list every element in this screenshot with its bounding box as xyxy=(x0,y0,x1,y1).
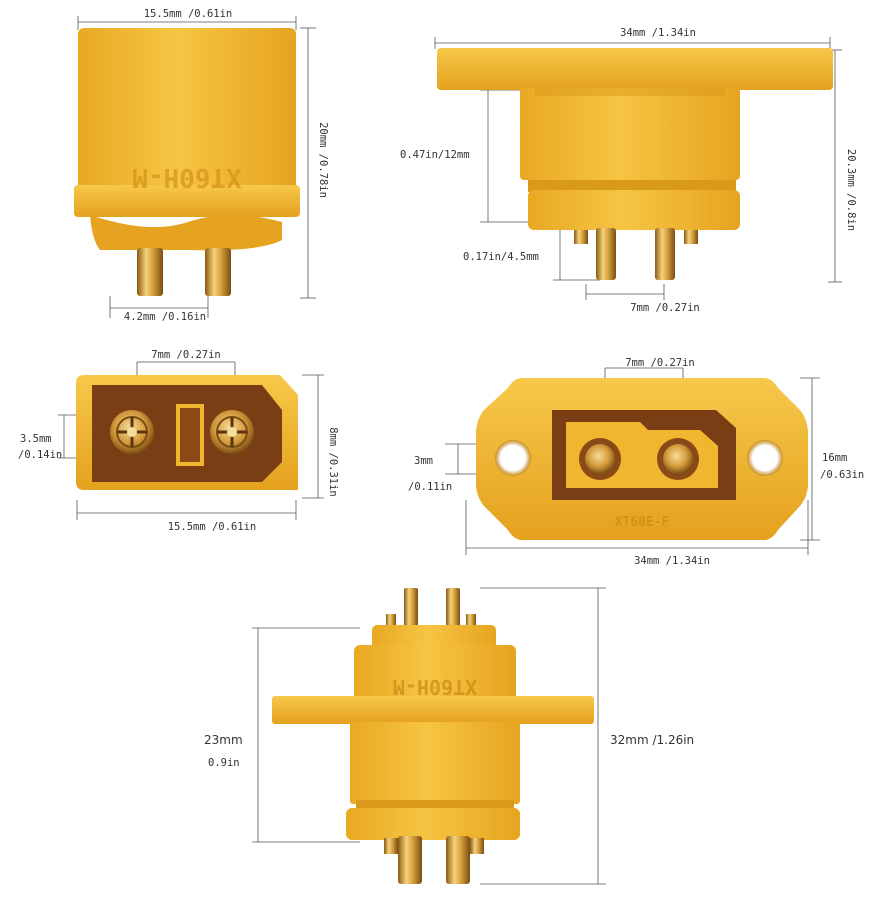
contact-pins xyxy=(574,228,698,280)
left-mm-label: 23mm xyxy=(204,733,243,747)
view-bottom: XT60H-M 23mm 0.9in 32mm /1.26in xyxy=(204,587,694,885)
width-label: 15.5mm /0.61in xyxy=(168,521,257,533)
connector-body: XT60H-M xyxy=(74,28,300,251)
hole-mm-label: 3mm xyxy=(414,455,433,467)
pin-left xyxy=(137,248,163,296)
spacing-label: 7mm /0.27in xyxy=(151,349,221,361)
view-middle-left: 7mm /0.27in 3.5mm /0.14in 8mm /0.31in 15… xyxy=(18,349,339,533)
contact-pins-bottom xyxy=(384,836,484,884)
height-label: 20mm /0.78in xyxy=(317,122,329,198)
right-label: 32mm /1.26in xyxy=(610,733,694,747)
side-in-label: /0.63in xyxy=(820,469,864,481)
view-top-left: XT60H-M 15.5mm /0.61in 20mm /0.78in 4.2m… xyxy=(74,8,329,323)
connector-face xyxy=(76,375,298,490)
flange-face: XT60E-F xyxy=(476,378,808,540)
width-label: 34mm /1.34in xyxy=(620,27,696,39)
pin-spacing-label: 7mm /0.27in xyxy=(630,302,700,314)
body-height-label: 0.47in/12mm xyxy=(400,149,470,161)
dimension-lines xyxy=(77,16,316,318)
height-mm-label: 3.5mm xyxy=(20,433,52,445)
side-mm-label: 16mm xyxy=(822,452,847,464)
view-middle-right: XT60E-F 7mm /0.27in 3mm /0.11in 16mm /0.… xyxy=(408,357,864,567)
view-top-right: 34mm /1.34in 0.47in/12mm 20.3mm /0.8in 0… xyxy=(400,27,857,314)
socket-right xyxy=(210,410,254,454)
dimension-lines xyxy=(445,367,820,555)
side-label: 8mm /0.31in xyxy=(327,427,339,497)
hole-in-label: /0.11in xyxy=(408,481,452,493)
contact-pins-top xyxy=(386,588,476,628)
height-in-label: /0.14in xyxy=(18,449,62,461)
width-label: 34mm /1.34in xyxy=(634,555,710,567)
stamp-text: XT60E-F xyxy=(615,515,670,530)
left-in-label: 0.9in xyxy=(208,757,240,769)
total-height-label: 20.3mm /0.8in xyxy=(845,149,857,231)
spacing-label: 7mm /0.27in xyxy=(625,357,695,369)
connector-body: XT60H-M xyxy=(272,625,594,840)
pin-length-label: 0.17in/4.5mm xyxy=(463,251,539,263)
connector-body xyxy=(437,48,833,230)
dimension-lines xyxy=(252,587,606,885)
stamp-text: XT60H-M xyxy=(393,675,477,699)
dimension-lines xyxy=(434,37,842,300)
socket-left xyxy=(110,410,154,454)
stamp-text: XT60H-M xyxy=(132,162,242,192)
pin-gap-label: 4.2mm /0.16in xyxy=(124,311,206,323)
contact-pins xyxy=(137,248,231,296)
pin-right xyxy=(205,248,231,296)
width-label: 15.5mm /0.61in xyxy=(144,8,233,20)
